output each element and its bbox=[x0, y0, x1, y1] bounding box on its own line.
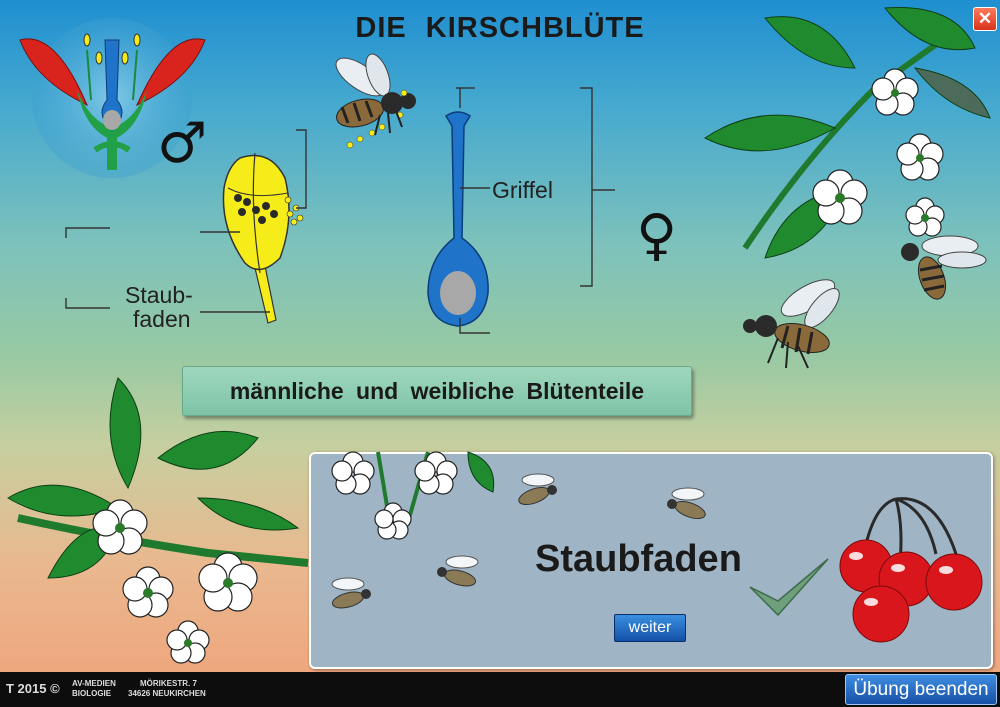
close-button[interactable]: ✕ bbox=[973, 7, 997, 31]
griffel-label: Griffel bbox=[492, 177, 553, 203]
flower-diagram-icon bbox=[19, 18, 206, 178]
stamen-brackets bbox=[65, 129, 307, 313]
staubfaden-label-line1: Staub- bbox=[125, 282, 193, 308]
end-exercise-button[interactable]: Übung beenden bbox=[845, 674, 997, 705]
female-symbol-icon: ♀ bbox=[636, 203, 678, 268]
staubfaden-label-line2: faden bbox=[133, 306, 191, 332]
footer-bar bbox=[0, 672, 1000, 707]
publisher-line1: AV-MEDIEN bbox=[72, 679, 116, 688]
checkmark-icon bbox=[749, 558, 829, 617]
small-bee-3 bbox=[437, 555, 479, 587]
bee-illustration bbox=[335, 53, 416, 149]
address-line2: 34626 NEUKIRCHEN bbox=[128, 689, 206, 698]
cherries-illustration bbox=[839, 497, 983, 643]
copyright-text: T 2015 © bbox=[6, 681, 60, 696]
small-bee-4 bbox=[331, 577, 371, 609]
stamen-illustration bbox=[222, 152, 304, 324]
cherry-blossom-branch-top bbox=[704, 7, 991, 259]
answer-text: Staubfaden bbox=[535, 538, 742, 580]
cherry-blossom-branch-bottom bbox=[7, 377, 309, 664]
topic-banner: männliche und weibliche Blütenteile bbox=[182, 366, 692, 416]
panel-blossom-cluster bbox=[331, 451, 495, 540]
pistil-illustration bbox=[427, 87, 615, 334]
page-title: DIE KIRSCHBLÜTE bbox=[355, 12, 645, 44]
weiter-button[interactable]: weiter bbox=[614, 614, 686, 642]
male-symbol-icon: ♂ bbox=[157, 111, 208, 176]
small-bee-2 bbox=[667, 487, 706, 520]
address-line1: MÖRIKESTR. 7 bbox=[140, 679, 197, 688]
bee-illustration-lower bbox=[743, 279, 840, 369]
publisher-line2: BIOLOGIE bbox=[72, 689, 112, 698]
small-bee-1 bbox=[518, 473, 557, 506]
bee-illustration-right bbox=[901, 235, 987, 300]
